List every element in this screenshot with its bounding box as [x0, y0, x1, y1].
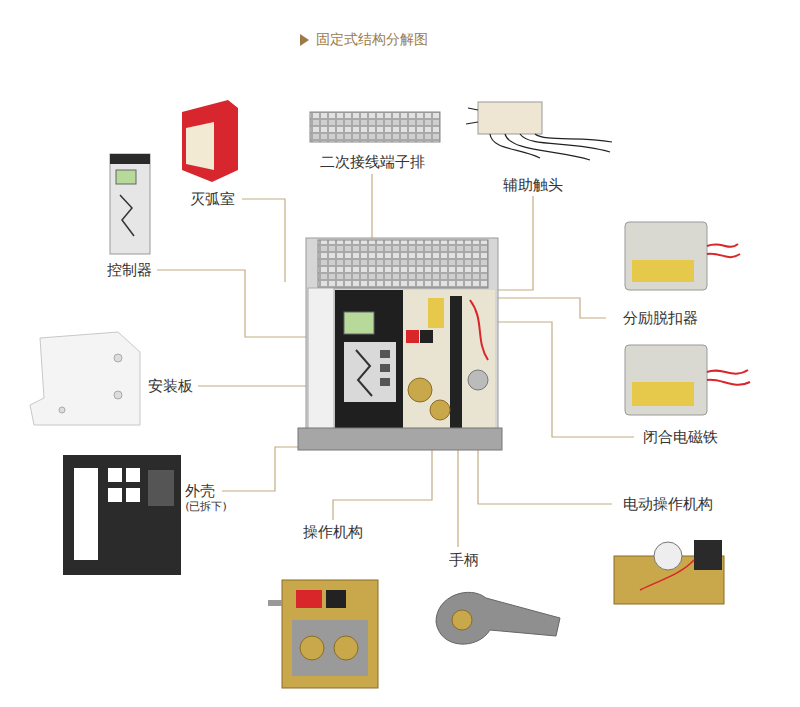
red-button — [296, 590, 322, 608]
part-label: 闭合电磁铁 — [641, 428, 720, 446]
coil-case — [625, 345, 707, 415]
plate-hole — [59, 407, 65, 413]
cover-window — [126, 468, 140, 482]
controller-screen — [116, 170, 136, 184]
part-label: 分励脱扣器 — [621, 309, 700, 327]
plate-hole — [114, 391, 122, 399]
leader-line — [222, 447, 310, 491]
handle-hub — [452, 610, 472, 630]
base-frame — [298, 428, 502, 450]
leader-lines — [157, 174, 634, 547]
controller-case — [110, 154, 150, 254]
closing-magnet — [625, 345, 750, 415]
coil-case — [625, 222, 707, 290]
handle-bar — [450, 296, 462, 428]
part-label: 二次接线端子排 — [318, 153, 427, 171]
leader-line — [198, 385, 318, 386]
part-label: 灭弧室 — [188, 190, 237, 208]
part-label: 操作机构 — [301, 523, 365, 541]
shaft — [268, 600, 282, 606]
cover-plate — [148, 470, 174, 506]
cover — [63, 455, 181, 575]
title-marker — [300, 34, 309, 46]
gear — [334, 636, 358, 660]
gear — [468, 370, 488, 390]
red-button — [406, 330, 419, 343]
mechanism-frame — [282, 580, 378, 688]
part-label: 安装板 — [146, 377, 195, 395]
cam — [654, 542, 682, 570]
operating-mechanism — [268, 580, 378, 688]
black-button — [420, 330, 433, 343]
breaker-housing — [306, 238, 498, 448]
part-label: 外壳 — [183, 482, 217, 500]
arc-chute — [182, 100, 238, 182]
arc-chute-plates — [186, 122, 214, 170]
front-panel — [335, 290, 405, 440]
contact-block — [478, 102, 542, 134]
nameplate — [632, 382, 694, 406]
part-label: 电动操作机构 — [621, 495, 715, 513]
breaker-body — [298, 238, 502, 450]
yellow-part — [428, 298, 444, 328]
controller-key — [380, 350, 390, 358]
controller-key — [380, 364, 390, 372]
motor-mechanism — [614, 540, 724, 604]
controller-trace — [120, 195, 134, 236]
plate-hole — [114, 354, 122, 362]
auxiliary-contact — [466, 102, 612, 160]
controller-trace — [356, 350, 372, 396]
controller-module — [110, 154, 150, 254]
coil-wire — [707, 370, 750, 385]
coil-wire — [707, 244, 740, 257]
black-button — [326, 590, 346, 608]
controller-display — [344, 312, 374, 334]
gear — [408, 378, 432, 402]
wire — [640, 560, 694, 590]
gear — [430, 400, 450, 420]
handle-shape — [436, 592, 560, 644]
diagram-title: 固定式结构分解图 — [314, 31, 430, 48]
mounting-plate — [30, 332, 140, 425]
controller-top — [110, 154, 150, 164]
part-label: 手柄 — [447, 551, 481, 569]
mechanism-bay — [403, 290, 495, 438]
controller-key — [380, 378, 390, 386]
cover-window — [126, 488, 140, 502]
shunt-release — [625, 222, 740, 290]
wire-bundle — [490, 134, 612, 160]
motor — [694, 540, 722, 570]
arc-chute-body — [182, 100, 238, 182]
wire — [470, 300, 488, 360]
nameplate — [632, 260, 694, 282]
controller-face — [344, 342, 396, 402]
side-panel — [308, 288, 334, 438]
part-label: 控制器 — [105, 261, 154, 279]
part-label: 辅助触头 — [501, 176, 565, 194]
wire — [466, 108, 478, 124]
plate-outline — [30, 332, 140, 425]
part-label: (已拆下) — [183, 500, 229, 513]
cover-window — [108, 468, 122, 482]
cover-window — [108, 488, 122, 502]
leader-line — [242, 199, 285, 282]
terminal-strip — [318, 240, 488, 288]
mechanism-plate — [292, 620, 368, 676]
cover-body — [63, 455, 181, 575]
cover-window — [74, 468, 98, 560]
handle — [436, 592, 560, 644]
terminal-strip-part — [310, 112, 440, 142]
gear — [300, 636, 324, 660]
